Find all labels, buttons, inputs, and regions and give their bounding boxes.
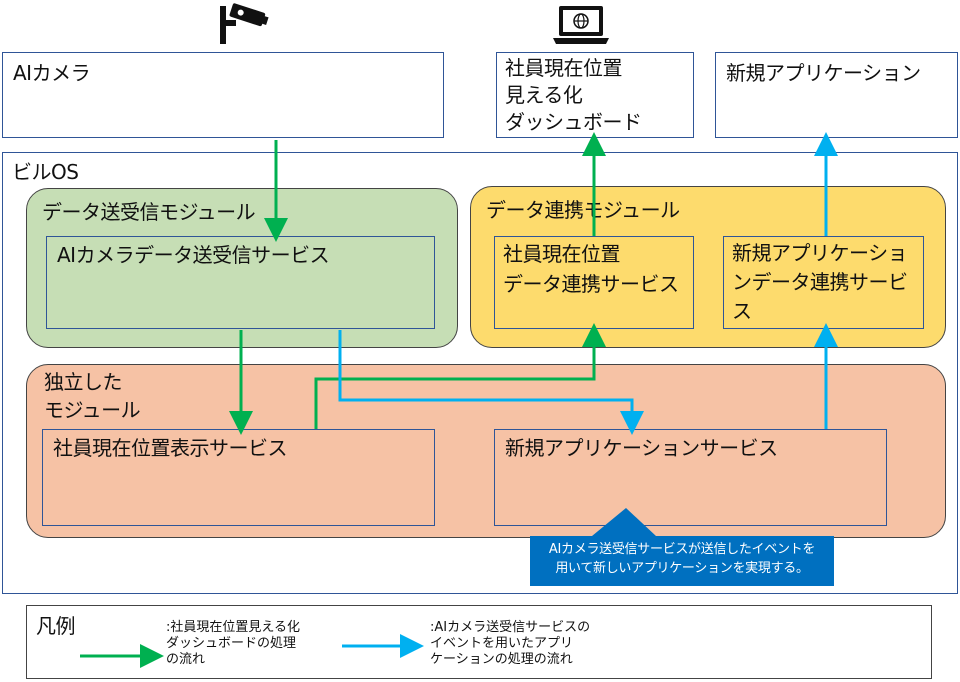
dashboard-label-1: 社員現在位置 <box>505 56 623 80</box>
legend-green-line-1: :社員現在位置見える化 <box>166 620 300 635</box>
callout <box>530 506 834 586</box>
callout-line-1: AIカメラ送受信サービスが送信したイベントを <box>548 542 816 557</box>
legend <box>26 605 932 679</box>
new-app-box: 新規アプリケーション <box>715 52 958 138</box>
ai-camera-label: AIカメラ <box>13 61 91 85</box>
callout-text: AIカメラ送受信サービスが送信したイベントを 用いて新しいアプリケーションを実現… <box>530 540 834 578</box>
legend-green-line-2: ダッシュボードの処理 <box>166 636 297 651</box>
data-module-label: データ送受信モジュール <box>42 200 256 224</box>
dashboard-label-2: 見える化 <box>505 83 583 107</box>
ai-camera-data-service: AIカメラデータ送受信サービス <box>46 236 435 329</box>
position-link-service-label-2: データ連携サービス <box>503 272 679 296</box>
dashboard-label-3: ダッシュボード <box>505 110 642 134</box>
position-link-service: 社員現在位置 データ連携サービス <box>494 236 694 329</box>
legend-green-line-3: の流れ <box>166 652 206 667</box>
green-flow-display-to-link <box>314 323 606 429</box>
new-app-label: 新規アプリケーション <box>726 61 921 85</box>
position-display-service: 社員現在位置表示サービス <box>42 429 435 526</box>
dashboard-box: 社員現在位置 見える化 ダッシュボード <box>496 52 694 138</box>
new-app-service-label: 新規アプリケーションサービス <box>505 436 778 460</box>
ai-camera-box: AIカメラ <box>2 52 444 138</box>
legend-blue-line-2: イベントを用いたアプリ <box>430 636 574 651</box>
link-module-label: データ連携モジュール <box>486 198 680 222</box>
new-app-service: 新規アプリケーションサービス <box>494 429 887 526</box>
building-os-label: ビルOS <box>12 160 79 184</box>
legend-green-text: :社員現在位置見える化 ダッシュボードの処理 の流れ <box>166 620 300 668</box>
new-app-link-service-label-1: 新規アプリケーショ <box>732 241 908 265</box>
independent-module-label-1: 独立した <box>44 370 123 394</box>
laptop-globe-icon <box>551 4 611 46</box>
legend-blue-text: :AIカメラ送受信サービスの イベントを用いたアプリ ケーションの処理の流れ <box>430 620 590 668</box>
legend-blue-line-3: ケーションの処理の流れ <box>430 652 573 667</box>
legend-title: 凡例 <box>36 614 76 638</box>
callout-line-2: 用いて新しいアプリケーションを実現する。 <box>555 561 809 576</box>
position-link-service-label-1: 社員現在位置 <box>503 242 621 266</box>
independent-module-label-2: モジュール <box>44 398 141 422</box>
blue-flow-service-to-newapp <box>338 330 644 435</box>
ai-camera-data-service-label: AIカメラデータ送受信サービス <box>57 243 330 267</box>
security-camera-icon <box>218 2 270 46</box>
new-app-link-service: 新規アプリケーショ ンデータ連携サービ ス <box>723 236 924 329</box>
position-display-service-label: 社員現在位置表示サービス <box>53 436 288 460</box>
new-app-link-service-label-3: ス <box>732 299 752 323</box>
legend-blue-line-1: :AIカメラ送受信サービスの <box>430 620 591 635</box>
new-app-link-service-label-2: ンデータ連携サービ <box>732 270 908 294</box>
